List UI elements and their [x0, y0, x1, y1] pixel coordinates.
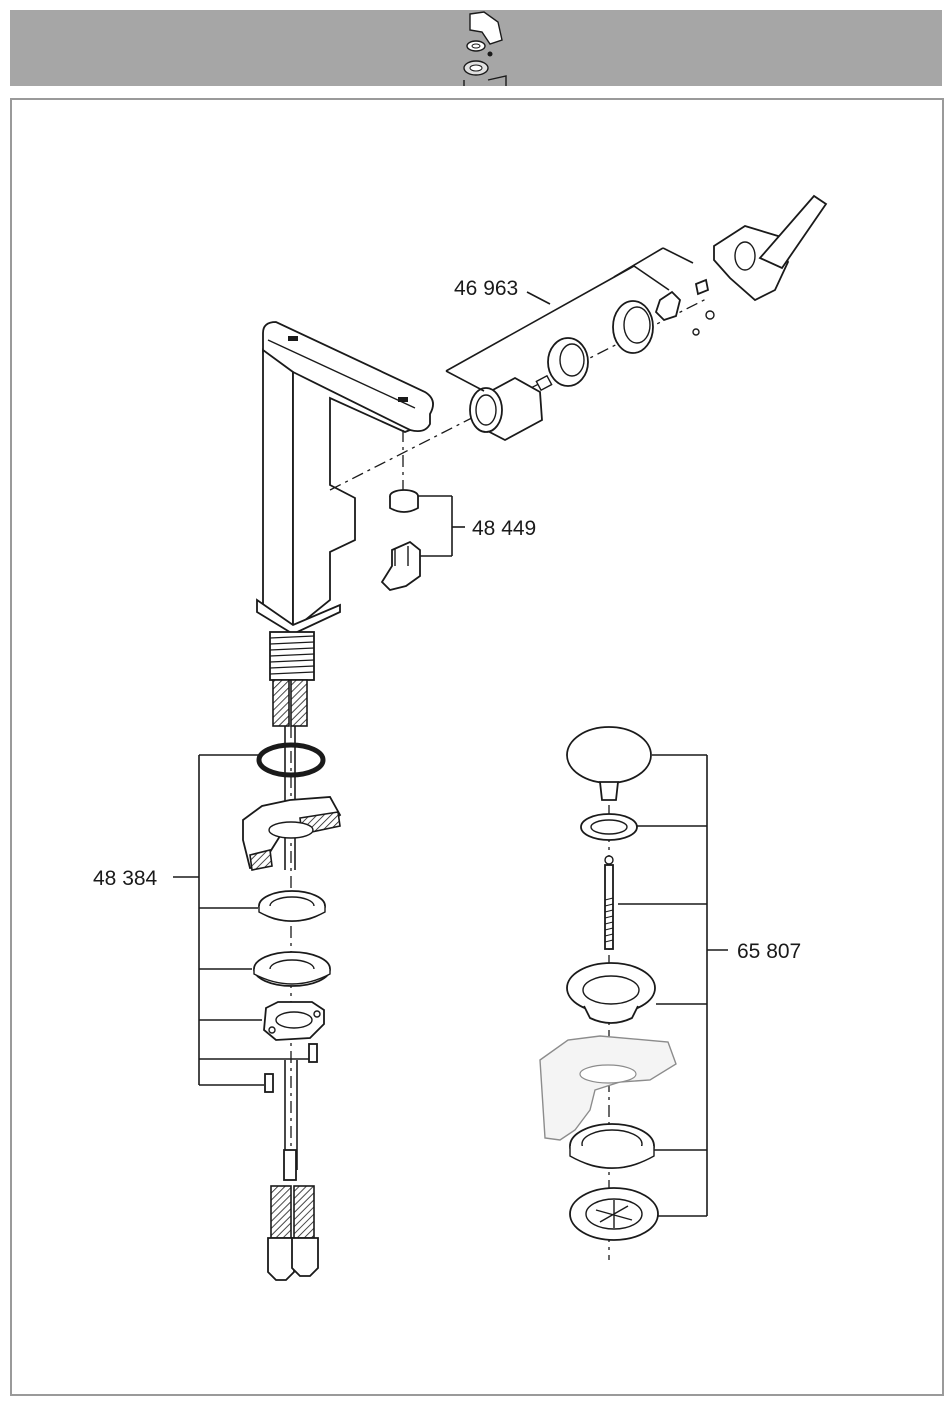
faucet-body — [257, 322, 433, 726]
waste-parts — [540, 727, 676, 1260]
label-mounting-set: 48 384 — [93, 867, 158, 890]
cartridge-parts — [470, 196, 826, 440]
label-cartridge-set: 46 963 — [454, 277, 518, 300]
label-aerator-set: 48 449 — [472, 517, 536, 540]
hose-connectors — [268, 1150, 318, 1280]
label-waste-set: 65 807 — [737, 940, 801, 963]
aerator-parts — [382, 490, 420, 590]
mounting-parts — [243, 745, 340, 1092]
